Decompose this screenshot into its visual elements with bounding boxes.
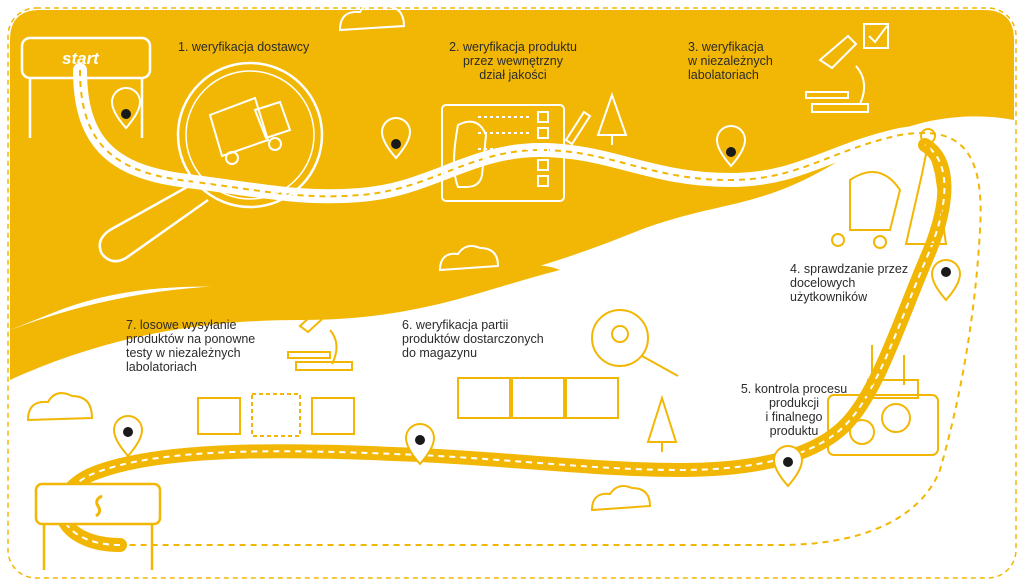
step-2-label: 2. weryfikacja produktu przez wewnętrzny… <box>449 40 577 82</box>
car-seat-icon <box>453 120 488 188</box>
yellow-bottom-region <box>10 168 1014 576</box>
logo-icon <box>95 494 103 518</box>
tree-icon <box>646 394 678 452</box>
microscope-icon <box>287 304 353 371</box>
truck-icon <box>208 96 292 165</box>
factory-icon <box>827 345 939 456</box>
tree-icon <box>596 91 628 145</box>
boxes-icon <box>457 377 619 419</box>
step-3-label: 3. weryfikacja w niezależnych labolatori… <box>688 40 773 82</box>
start-gate <box>20 36 152 138</box>
gears-icon <box>849 403 911 445</box>
boxes-icon <box>197 393 355 437</box>
border <box>7 7 1017 579</box>
yellow-top-region <box>10 10 1014 330</box>
step-6-label: 6. weryfikacja partii produktów dostarcz… <box>402 318 544 360</box>
map-pin-icon <box>110 87 747 168</box>
cloud-icon <box>26 58 1008 512</box>
end-gate <box>34 482 162 570</box>
pencil-icon <box>564 110 592 146</box>
step-7-label: 7. losowe wysyłanie produktów na ponowne… <box>126 318 256 374</box>
teddy-bear-icon <box>591 309 679 377</box>
cloud-icon <box>338 2 500 272</box>
magnifier-icon <box>98 61 324 263</box>
yellow-left-band <box>10 265 560 380</box>
microscope-icon <box>805 34 869 113</box>
checklist-icon <box>441 104 565 202</box>
checkbox-icon <box>863 23 889 49</box>
stroller-icon <box>831 171 902 249</box>
step-4-label: 4. sprawdzanie przez docelowych użytkown… <box>790 262 909 304</box>
step-1-label: 1. weryfikacja dostawcy <box>178 40 310 54</box>
step-5-label: 5. kontrola procesu produkcji i finalneg… <box>740 382 848 438</box>
mother-icon <box>904 128 948 245</box>
start-label: start <box>62 49 100 68</box>
